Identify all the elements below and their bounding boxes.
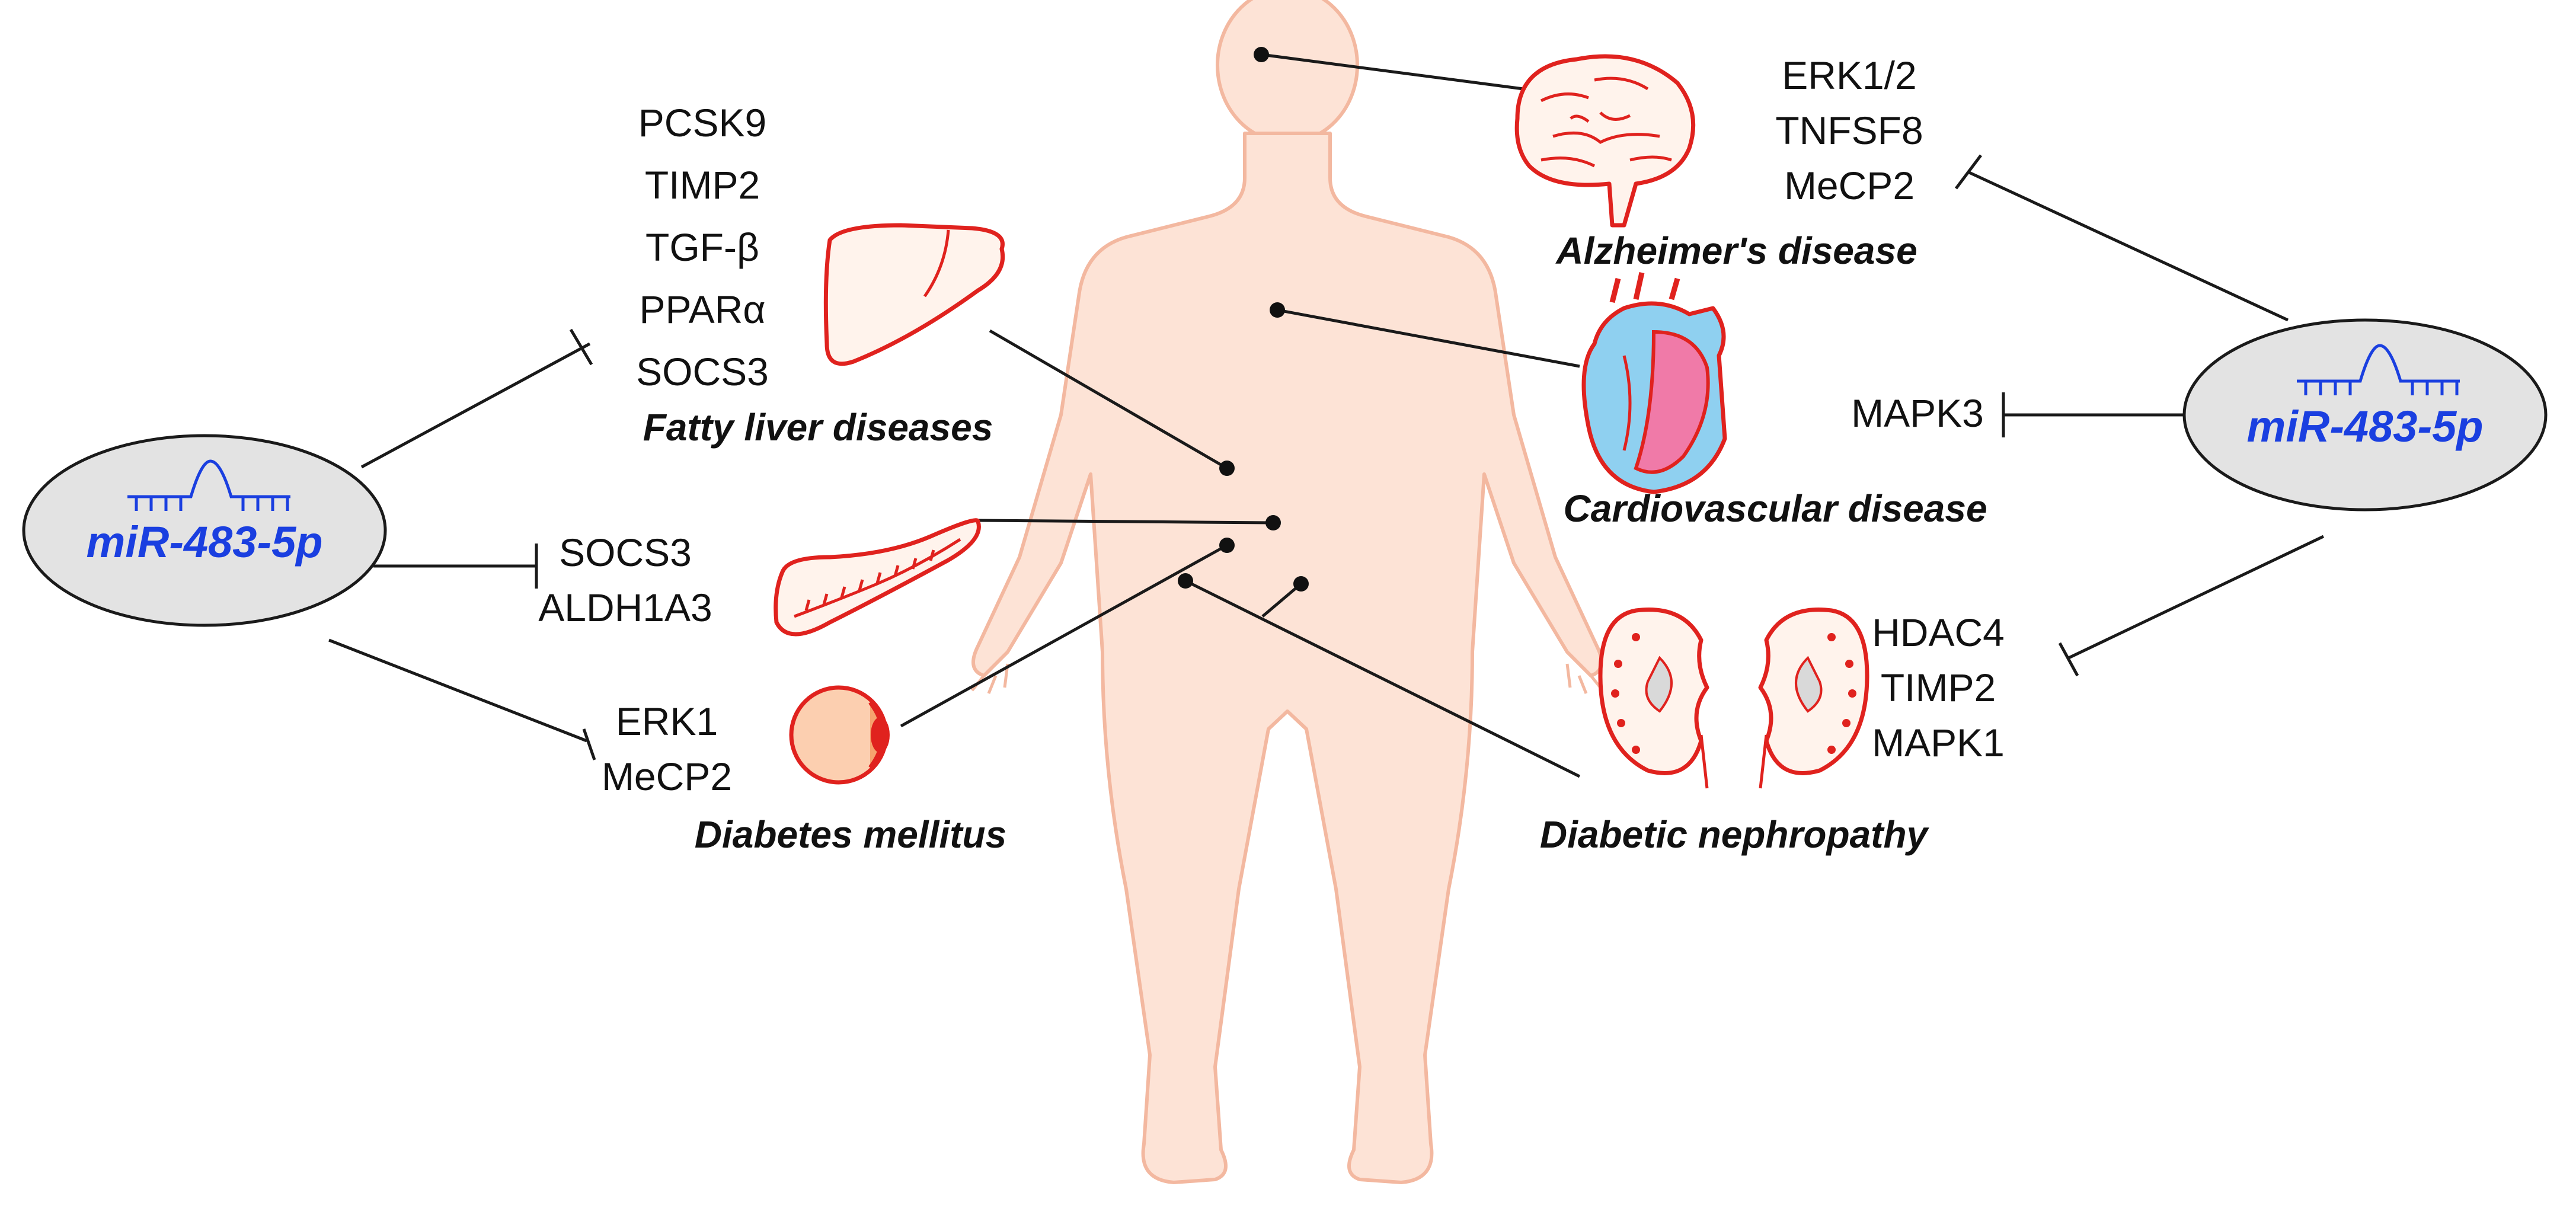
disease-label: Diabetes mellitus <box>695 813 1006 856</box>
gene-label: ERK1/2 <box>1782 53 1916 97</box>
left-mirna-label: miR-483-5p <box>87 517 323 567</box>
cardio-group: MAPK3 Cardiovascular disease <box>1563 272 1987 530</box>
gene-label: MeCP2 <box>602 755 732 798</box>
pancreas-icon <box>774 518 981 637</box>
disease-label: Cardiovascular disease <box>1563 487 1987 530</box>
disease-label: Diabetic nephropathy <box>1540 813 1930 856</box>
inhibit-right-alz-bar <box>1955 154 1982 190</box>
pancreas-group: SOCS3 ALDH1A3 <box>538 518 981 637</box>
connector-lines <box>328 47 2325 778</box>
fatty-liver-group: PCSK9 TIMP2 TGF-β PPARα SOCS3 Fatty live… <box>636 101 1005 449</box>
gene-label: MAPK1 <box>1872 721 2005 765</box>
nephropathy-group: HDAC4 TIMP2 MAPK1 Diabetic nephropathy <box>1540 608 2005 856</box>
human-body-silhouette <box>971 0 1604 1184</box>
connector-chest-heart <box>1277 308 1580 368</box>
point-kidney-a <box>1178 573 1193 589</box>
disease-label: Alzheimer's disease <box>1555 229 1917 272</box>
left-mirna-node: miR-483-5p <box>22 434 387 627</box>
inhibit-left-liver-bar <box>569 328 593 366</box>
point-chest <box>1270 302 1285 318</box>
gene-label: PCSK9 <box>638 101 766 145</box>
connector-kidney-abdomen <box>1184 579 1581 778</box>
gene-label: ALDH1A3 <box>538 586 712 629</box>
gene-label: ERK1 <box>616 699 718 743</box>
hairpin-icon <box>127 459 290 511</box>
kidneys-icon <box>1598 608 1869 789</box>
connector-kidney-branch <box>1261 583 1302 618</box>
gene-label: SOCS3 <box>636 350 769 394</box>
gene-label: MeCP2 <box>1784 164 1915 207</box>
hairpin-icon <box>2297 344 2460 395</box>
point-pancreas <box>1265 515 1281 530</box>
gene-label: TIMP2 <box>1881 666 1996 709</box>
point-eye <box>1219 538 1235 553</box>
gene-label: TIMP2 <box>645 163 760 207</box>
diabetes-group: ERK1 MeCP2 Diabetes mellitus <box>602 685 1006 856</box>
alzheimers-group: ERK1/2 TNFSF8 MeCP2 Alzheimer's disease <box>1514 53 1923 272</box>
inhibit-left-liver <box>360 342 591 469</box>
inhibit-left-diabetes <box>328 638 587 743</box>
gene-label: MAPK3 <box>1851 391 1984 435</box>
heart-icon <box>1581 272 1727 494</box>
point-liver <box>1219 461 1235 476</box>
connector-liver-abdomen <box>989 329 1228 470</box>
gene-label: PPARα <box>640 287 766 331</box>
gene-label: SOCS3 <box>559 530 692 574</box>
disease-label: Fatty liver diseases <box>643 406 993 449</box>
connector-head-brain <box>1261 53 1524 91</box>
gene-label: TNFSF8 <box>1775 108 1923 152</box>
connector-eye-abdomen <box>900 544 1228 728</box>
connector-pancreas-abdomen <box>977 519 1274 525</box>
inhibit-right-neph-bar <box>2058 642 2079 677</box>
inhibit-left-diabetes-bar <box>582 728 596 760</box>
eye-icon <box>789 685 890 785</box>
liver-icon <box>823 223 1005 366</box>
right-mirna-node: miR-483-5p <box>2182 318 2548 512</box>
gene-label: TGF-β <box>645 225 759 269</box>
brain-icon <box>1514 54 1696 228</box>
inhibit-right-alz <box>1967 170 2289 322</box>
inhibit-right-neph <box>2067 535 2325 660</box>
point-head <box>1254 47 1269 62</box>
gene-label: HDAC4 <box>1872 610 2005 654</box>
right-mirna-label: miR-483-5p <box>2247 402 2484 451</box>
point-kidney-b <box>1293 576 1309 592</box>
